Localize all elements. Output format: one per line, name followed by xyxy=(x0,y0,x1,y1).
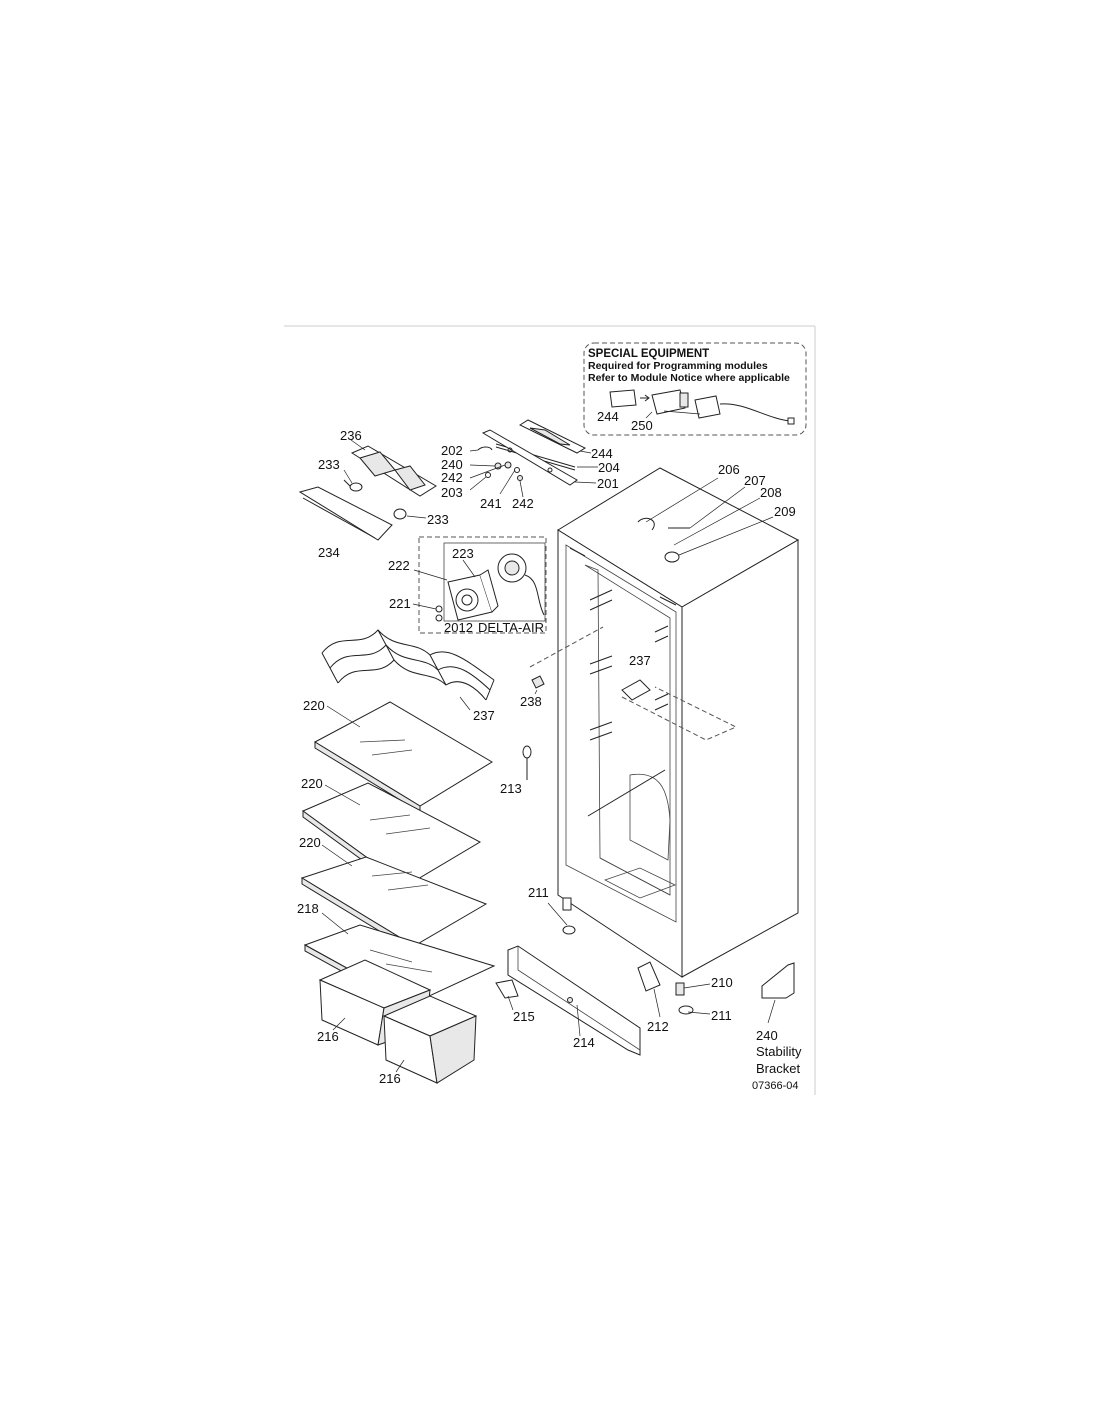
label-233a: 233 xyxy=(318,457,340,472)
label-206: 206 xyxy=(718,462,740,477)
label-216b: 216 xyxy=(379,1071,401,1086)
label-204: 204 xyxy=(598,460,620,475)
stability-bracket: 240 Stability Bracket xyxy=(756,962,802,1076)
label-222: 222 xyxy=(388,558,410,573)
special-equipment-box: SPECIAL EQUIPMENT Required for Programmi… xyxy=(583,342,807,436)
special-equipment-line2: Refer to Module Notice where applicable xyxy=(588,372,790,384)
label-250: 250 xyxy=(631,418,653,433)
label-244a: 244 xyxy=(597,409,619,424)
label-208: 208 xyxy=(760,485,782,500)
light-assembly xyxy=(298,439,437,541)
drawing-number: 07366-04 xyxy=(752,1080,799,1092)
label-242a: 242 xyxy=(441,470,463,485)
label-207: 207 xyxy=(744,473,766,488)
programming-card xyxy=(609,389,637,408)
label-213: 213 xyxy=(500,781,522,796)
label-215: 215 xyxy=(513,1009,535,1024)
label-201: 201 xyxy=(597,476,619,491)
fan-caption-right: DELTA-AIR xyxy=(478,620,544,635)
stability-label-part: 240 xyxy=(756,1028,778,1043)
label-216a: 216 xyxy=(317,1029,339,1044)
shelf-1 xyxy=(313,701,493,813)
label-237a: 237 xyxy=(629,653,651,668)
label-221: 221 xyxy=(389,596,411,611)
small-clips xyxy=(522,675,545,780)
arrow-icon xyxy=(640,394,650,402)
label-238: 238 xyxy=(520,694,542,709)
label-220b: 220 xyxy=(301,776,323,791)
label-211b: 211 xyxy=(711,1008,732,1023)
label-220a: 220 xyxy=(303,698,325,713)
label-234: 234 xyxy=(318,545,340,560)
control-panel-group xyxy=(469,419,598,498)
stability-label-line3: Bracket xyxy=(756,1061,800,1076)
label-242b: 242 xyxy=(512,496,534,511)
label-214: 214 xyxy=(573,1035,595,1050)
label-209: 209 xyxy=(774,504,796,519)
base-grille xyxy=(495,945,641,1056)
label-240: 240 xyxy=(441,457,463,472)
label-233b: 233 xyxy=(427,512,449,527)
fan-box: 2012 DELTA-AIR xyxy=(412,536,547,635)
crisper-drawer-2 xyxy=(382,995,478,1084)
special-equipment-title: SPECIAL EQUIPMENT xyxy=(588,348,709,360)
stability-label-line2: Stability xyxy=(756,1044,802,1059)
special-equipment-line1: Required for Programming modules xyxy=(588,360,768,372)
programming-module xyxy=(651,389,686,415)
fan-caption-left: 2012 xyxy=(444,620,473,635)
label-211a: 211 xyxy=(528,885,549,900)
label-202: 202 xyxy=(441,443,463,458)
label-218: 218 xyxy=(297,901,319,916)
label-237b: 237 xyxy=(473,708,495,723)
label-220c: 220 xyxy=(299,835,321,850)
label-241: 241 xyxy=(480,496,502,511)
label-223: 223 xyxy=(452,546,474,561)
refrigerator-cabinet xyxy=(529,467,800,1018)
label-203: 203 xyxy=(441,485,463,500)
wine-rack xyxy=(321,629,495,711)
label-244b: 244 xyxy=(591,446,613,461)
label-236: 236 xyxy=(340,428,362,443)
label-210: 210 xyxy=(711,975,733,990)
label-212: 212 xyxy=(647,1019,669,1034)
